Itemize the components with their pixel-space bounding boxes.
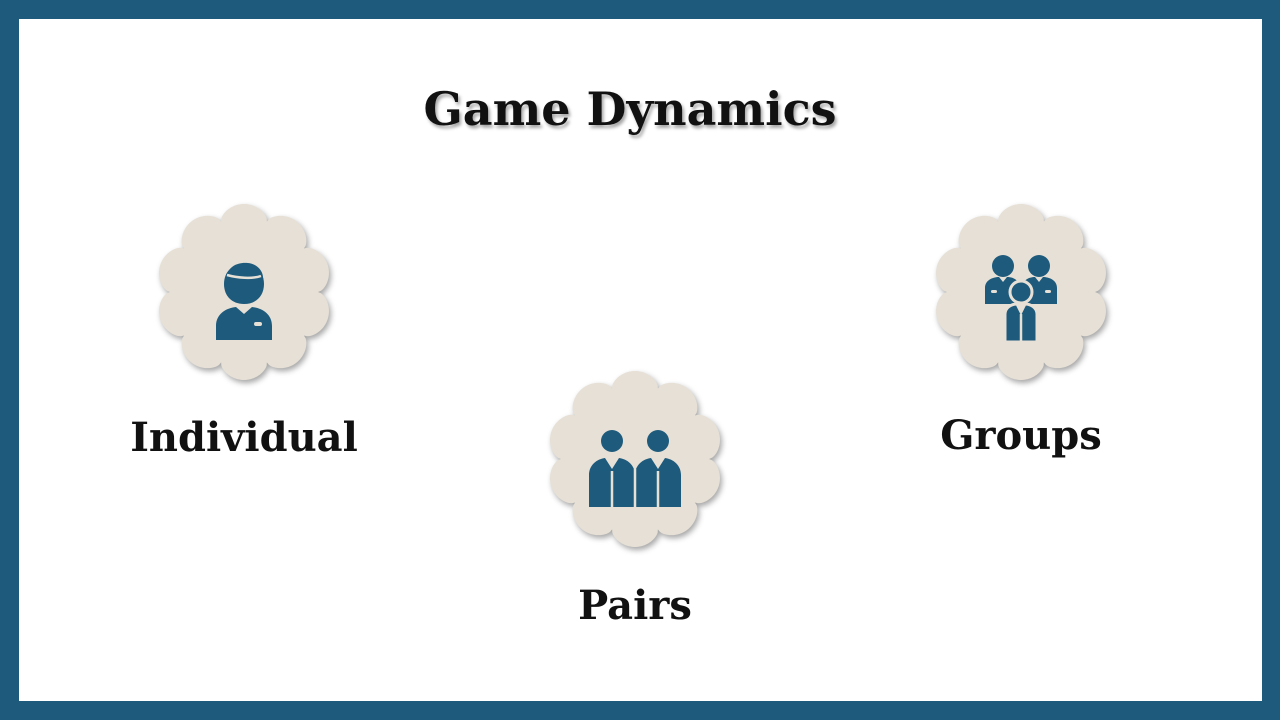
group-icon	[985, 255, 1057, 342]
badge-individual	[154, 202, 334, 382]
two-people-icon	[589, 430, 681, 507]
person-icon	[216, 262, 272, 340]
badge-pairs	[545, 369, 725, 549]
label-pairs: Pairs	[578, 582, 692, 629]
label-individual: Individual	[130, 414, 358, 461]
page-title: Game Dynamics	[423, 82, 837, 136]
label-groups: Groups	[940, 412, 1102, 459]
badge-groups	[931, 202, 1111, 382]
